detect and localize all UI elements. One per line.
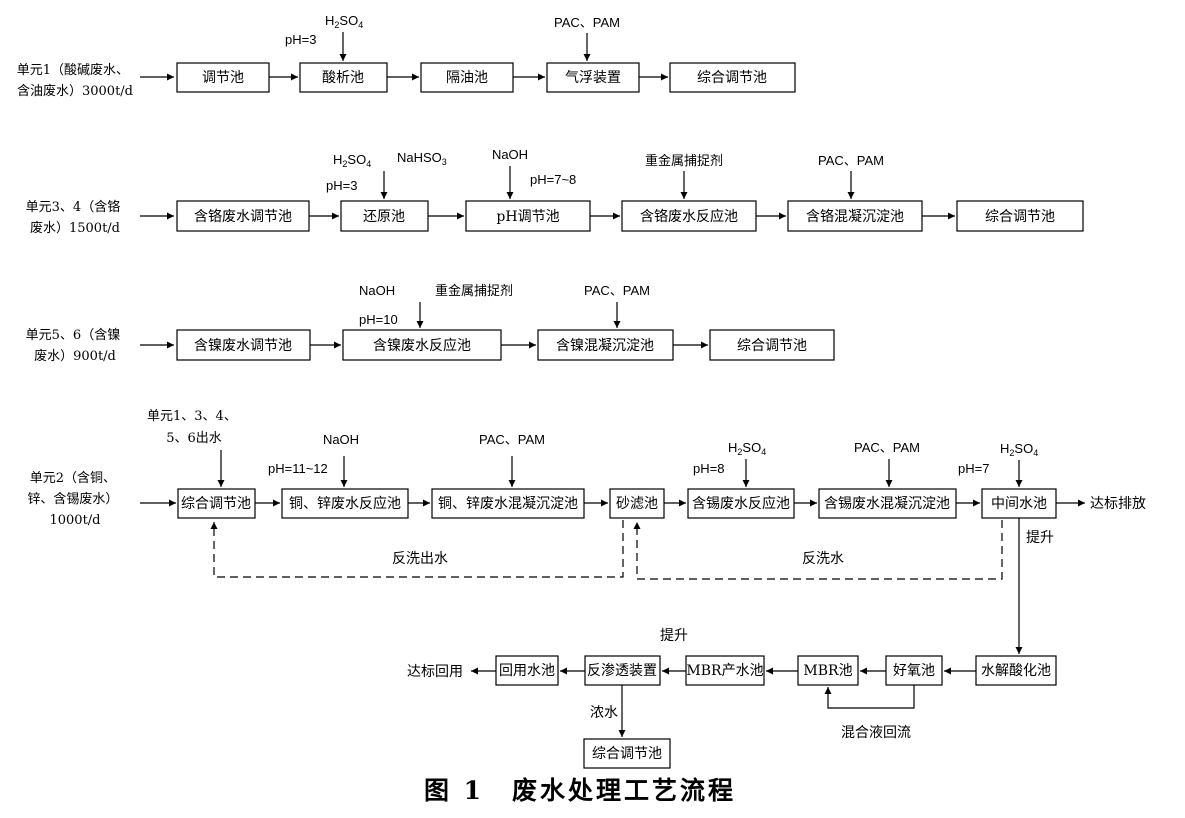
unit2-ph-sn-label: pH=8 — [693, 461, 724, 476]
unit56-ph-label: pH=10 — [359, 312, 398, 327]
unit34-capture-agent-label: 重金属捕捉剂 — [645, 153, 723, 169]
box-unit56-comprehensive-tank — [709, 329, 835, 361]
box-reuse-hydrolysis-tank-label: 水解酸化池 — [981, 663, 1051, 679]
unit1-inlet-label: 单元1（酸碱废水、 含油废水）3000t/d — [17, 62, 133, 99]
box-unit2-comprehensive-tank-label: 综合调节池 — [181, 496, 251, 512]
box-unit34-cr-coagulation-tank-label: 含铬混凝沉淀池 — [806, 209, 904, 225]
box-unit1-air-flotation — [546, 62, 640, 93]
figure-title: 图 1 废水处理工艺流程 — [424, 776, 736, 805]
box-reuse-aerobic-tank-label: 好氧池 — [893, 663, 935, 679]
box-unit1-acid-tank — [299, 62, 388, 93]
row-unit56: 单元5、6（含镍 废水）900t/d 含镍废水调节池 含镍废水反应池 含镍混凝沉… — [26, 283, 835, 364]
box-unit34-reduction-tank-label: 还原池 — [363, 209, 405, 225]
unit34-inlet-label: 单元3、4（含铬 废水）1500t/d — [26, 199, 125, 236]
box-unit2-sand-filter-label: 砂滤池 — [616, 496, 658, 512]
reuse-lift-label: 提升 — [660, 628, 688, 644]
unit2-h2so4-2-label: H2SO4 — [1000, 441, 1038, 458]
box-unit56-ni-regulating-tank — [176, 329, 311, 361]
box-reuse-ro-device-label: 反渗透装置 — [587, 663, 657, 679]
unit2-from-units-label: 单元1、3、4、 5、6出水 — [147, 409, 241, 446]
box-reuse-reuse-tank-label: 回用水池 — [499, 663, 555, 679]
box-unit2-sn-reaction-tank-label: 含锡废水反应池 — [692, 495, 790, 512]
reuse-concentrate-label: 浓水 — [590, 705, 618, 721]
unit2-h2so4-1-label: H2SO4 — [728, 440, 766, 457]
dashed-backwash-out-loop — [210, 520, 624, 578]
unit34-nahso3-label: NaHSO3 — [397, 150, 447, 167]
box-unit56-ni-coagulation-tank-label: 含镍混凝沉淀池 — [556, 338, 654, 354]
reuse-out-label: 达标回用 — [407, 664, 463, 680]
box-unit2-intermediate-tank — [981, 488, 1057, 519]
unit56-pac-pam-label: PAC、PAM — [584, 283, 650, 298]
row-unit2: 单元2（含铜、 锌、含锡废水） 1000t/d 单元1、3、4、 5、6出水 综… — [27, 409, 1146, 654]
reuse-mixed-return-label: 混合液回流 — [841, 725, 911, 741]
box-unit2-cu-zn-reaction-tank-label: 铜、锌废水反应池 — [289, 495, 401, 512]
unit2-pac-pam-1-label: PAC、PAM — [479, 432, 545, 447]
box-unit1-air-flotation-label: 气浮装置 — [565, 70, 621, 86]
box-unit34-cr-coagulation-tank — [787, 200, 923, 232]
unit2-inlet-label: 单元2（含铜、 锌、含锡废水） 1000t/d — [27, 470, 122, 528]
box-reuse-comprehensive-tank — [583, 738, 671, 769]
box-unit34-cr-regulating-tank — [176, 200, 310, 232]
box-unit34-ph-adjust-tank — [465, 200, 591, 232]
unit2-naoh-label: NaOH — [323, 432, 359, 447]
row-reuse: 水解酸化池 好氧池 MBR池 MBR产水池 反渗透装置 回用水池 达标回用 提升… — [407, 628, 1057, 769]
box-reuse-mbr-product-tank-label: MBR产水池 — [686, 663, 763, 679]
box-unit1-comprehensive-tank — [669, 62, 796, 93]
box-unit34-comprehensive-tank — [956, 200, 1084, 232]
unit2-discharge-label: 达标排放 — [1090, 496, 1146, 512]
unit34-h2so4-label: H2SO4 — [333, 152, 371, 169]
box-unit2-cu-zn-coagulation-tank-label: 铜、锌废水混凝沉淀池 — [438, 496, 578, 512]
box-unit34-reduction-tank — [340, 200, 429, 232]
unit56-naoh-label: NaOH — [359, 283, 395, 298]
unit2-backwash-label: 反洗水 — [802, 551, 844, 567]
dashed-backwash-loop — [633, 520, 1003, 580]
box-reuse-comprehensive-tank-label: 综合调节池 — [592, 746, 662, 762]
box-unit2-cu-zn-reaction-tank — [281, 488, 409, 519]
box-unit2-intermediate-tank-label: 中间水池 — [991, 496, 1047, 512]
box-unit34-comprehensive-tank-label: 综合调节池 — [985, 209, 1055, 225]
row-unit34: 单元3、4（含铬 废水）1500t/d 含铬废水调节池 还原池 pH调节池 含铬… — [26, 147, 1084, 236]
box-unit2-sn-reaction-tank — [687, 488, 795, 519]
row-unit1: 单元1（酸碱废水、 含油废水）3000t/d 调节池 酸析池 隔油池 气浮装置 … — [17, 13, 796, 99]
box-reuse-mbr-tank-label: MBR池 — [803, 663, 852, 679]
unit2-pac-pam-2-label: PAC、PAM — [854, 440, 920, 455]
unit56-capture-agent-label: 重金属捕捉剂 — [435, 283, 513, 299]
box-unit2-sn-coagulation-tank — [818, 488, 957, 519]
unit1-ph-label: pH=3 — [285, 32, 316, 47]
unit1-h2so4-label: H2SO4 — [325, 13, 363, 30]
unit34-naoh-label: NaOH — [492, 147, 528, 162]
unit34-ph-reduce-label: pH=3 — [326, 178, 357, 193]
unit34-pac-pam-label: PAC、PAM — [818, 153, 884, 168]
unit2-ph-cu-label: pH=11~12 — [268, 461, 328, 476]
unit1-pac-pam-label: PAC、PAM — [554, 15, 620, 30]
box-unit2-sn-coagulation-tank-label: 含锡废水混凝沉淀池 — [824, 496, 950, 512]
box-unit56-ni-reaction-tank-label: 含镍废水反应池 — [373, 337, 471, 354]
box-unit34-cr-reaction-tank-label: 含铬废水反应池 — [640, 208, 738, 225]
box-unit34-cr-regulating-tank-label: 含铬废水调节池 — [194, 209, 292, 225]
box-unit1-acid-tank-label: 酸析池 — [322, 70, 364, 86]
box-unit56-comprehensive-tank-label: 综合调节池 — [737, 338, 807, 354]
box-reuse-ro-device — [584, 655, 661, 686]
box-unit1-comprehensive-tank-label: 综合调节池 — [697, 70, 767, 86]
box-unit34-ph-adjust-tank-label: pH调节池 — [496, 209, 559, 225]
box-unit1-oil-separation-tank — [420, 62, 514, 93]
box-reuse-hydrolysis-tank — [975, 655, 1057, 686]
box-unit56-ni-regulating-tank-label: 含镍废水调节池 — [194, 338, 292, 354]
box-unit1-regulating-tank-label: 调节池 — [202, 70, 244, 86]
unit2-ph-mid-label: pH=7 — [958, 461, 989, 476]
unit2-lift-label: 提升 — [1026, 530, 1054, 546]
box-unit56-ni-coagulation-tank — [537, 329, 674, 361]
box-unit2-cu-zn-coagulation-tank — [431, 488, 585, 519]
unit2-backwash-out-label: 反洗出水 — [392, 551, 448, 567]
mixed-liquor-return-loop — [824, 685, 915, 709]
unit56-inlet-label: 单元5、6（含镍 废水）900t/d — [26, 327, 125, 364]
box-unit34-cr-reaction-tank — [621, 200, 757, 232]
box-unit1-oil-separation-tank-label: 隔油池 — [446, 70, 488, 86]
unit34-ph-adjust-label: pH=7~8 — [530, 172, 576, 187]
